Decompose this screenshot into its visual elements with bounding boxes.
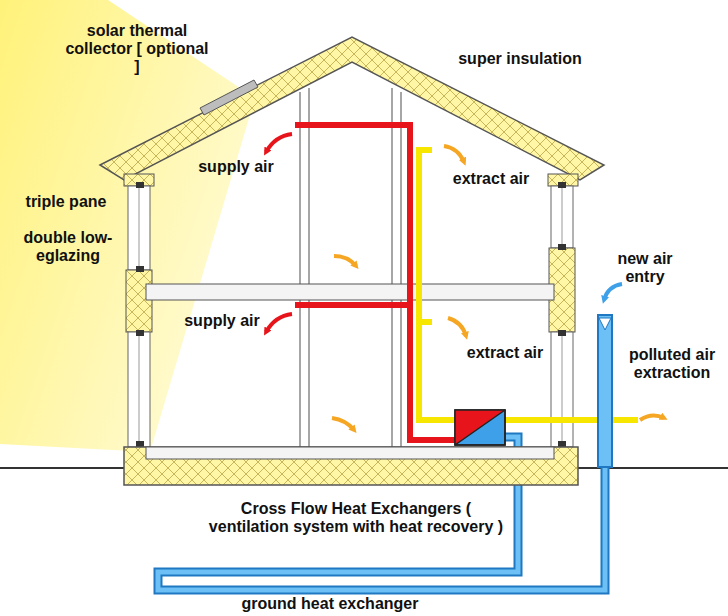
extract-arrow xyxy=(448,318,466,336)
exhaust-duct xyxy=(504,417,638,423)
frame-joint xyxy=(558,441,566,447)
sunlight-beam xyxy=(0,0,255,452)
flow-label: new air entry xyxy=(600,250,690,286)
frame-joint xyxy=(136,266,144,272)
frame-joint xyxy=(136,330,144,336)
frame-joint xyxy=(558,330,566,336)
window xyxy=(128,332,150,447)
flow-label: extract air xyxy=(446,170,536,188)
window xyxy=(551,186,573,248)
heat-exchanger-hot xyxy=(455,410,505,445)
supply-arrow xyxy=(266,314,292,332)
ground-floor xyxy=(146,447,554,459)
intake-arrow xyxy=(604,284,622,300)
supply-duct xyxy=(295,125,456,440)
frame-joint xyxy=(136,182,144,188)
base-insulation xyxy=(124,447,578,485)
component-label: super insulation xyxy=(425,50,615,68)
flow-label: extract air xyxy=(460,344,550,362)
window-pane xyxy=(562,332,563,447)
frame-joint xyxy=(136,441,144,447)
window xyxy=(128,186,150,270)
window-pane xyxy=(562,186,563,248)
window xyxy=(551,332,573,447)
pipe-filter xyxy=(599,318,611,330)
interior-columns xyxy=(300,88,401,447)
flow-label: supply air xyxy=(182,312,262,330)
overflow-arrow xyxy=(332,418,354,430)
heat-exchanger-frame xyxy=(455,410,505,445)
component-label: triple pane xyxy=(4,193,128,211)
new-air-pipe xyxy=(598,315,612,467)
component-label: ground heat exchanger xyxy=(190,595,470,613)
frame-joint xyxy=(558,182,566,188)
floor-slab xyxy=(146,284,554,300)
solar-collector xyxy=(200,80,258,115)
component-label: solar thermal collector [ optional ] xyxy=(62,22,212,76)
supply-arrow xyxy=(266,134,292,152)
component-label: Cross Flow Heat Exchangers ( ventilation… xyxy=(206,500,506,536)
overflow-arrow xyxy=(334,256,356,266)
flow-label: supply air xyxy=(196,158,276,176)
component-label: double low-eglazing xyxy=(2,229,134,265)
wall-insulation xyxy=(126,270,152,332)
extract-arrow xyxy=(444,146,464,162)
heat-exchanger xyxy=(455,410,505,445)
window-pane xyxy=(139,332,140,447)
heat-exchanger-plate xyxy=(455,410,505,445)
flow-label: polluted air extraction xyxy=(620,346,724,382)
frame-joint xyxy=(558,244,566,250)
extract-duct xyxy=(419,150,456,420)
exhaust-arrow xyxy=(640,415,664,420)
window-pane xyxy=(139,186,140,270)
